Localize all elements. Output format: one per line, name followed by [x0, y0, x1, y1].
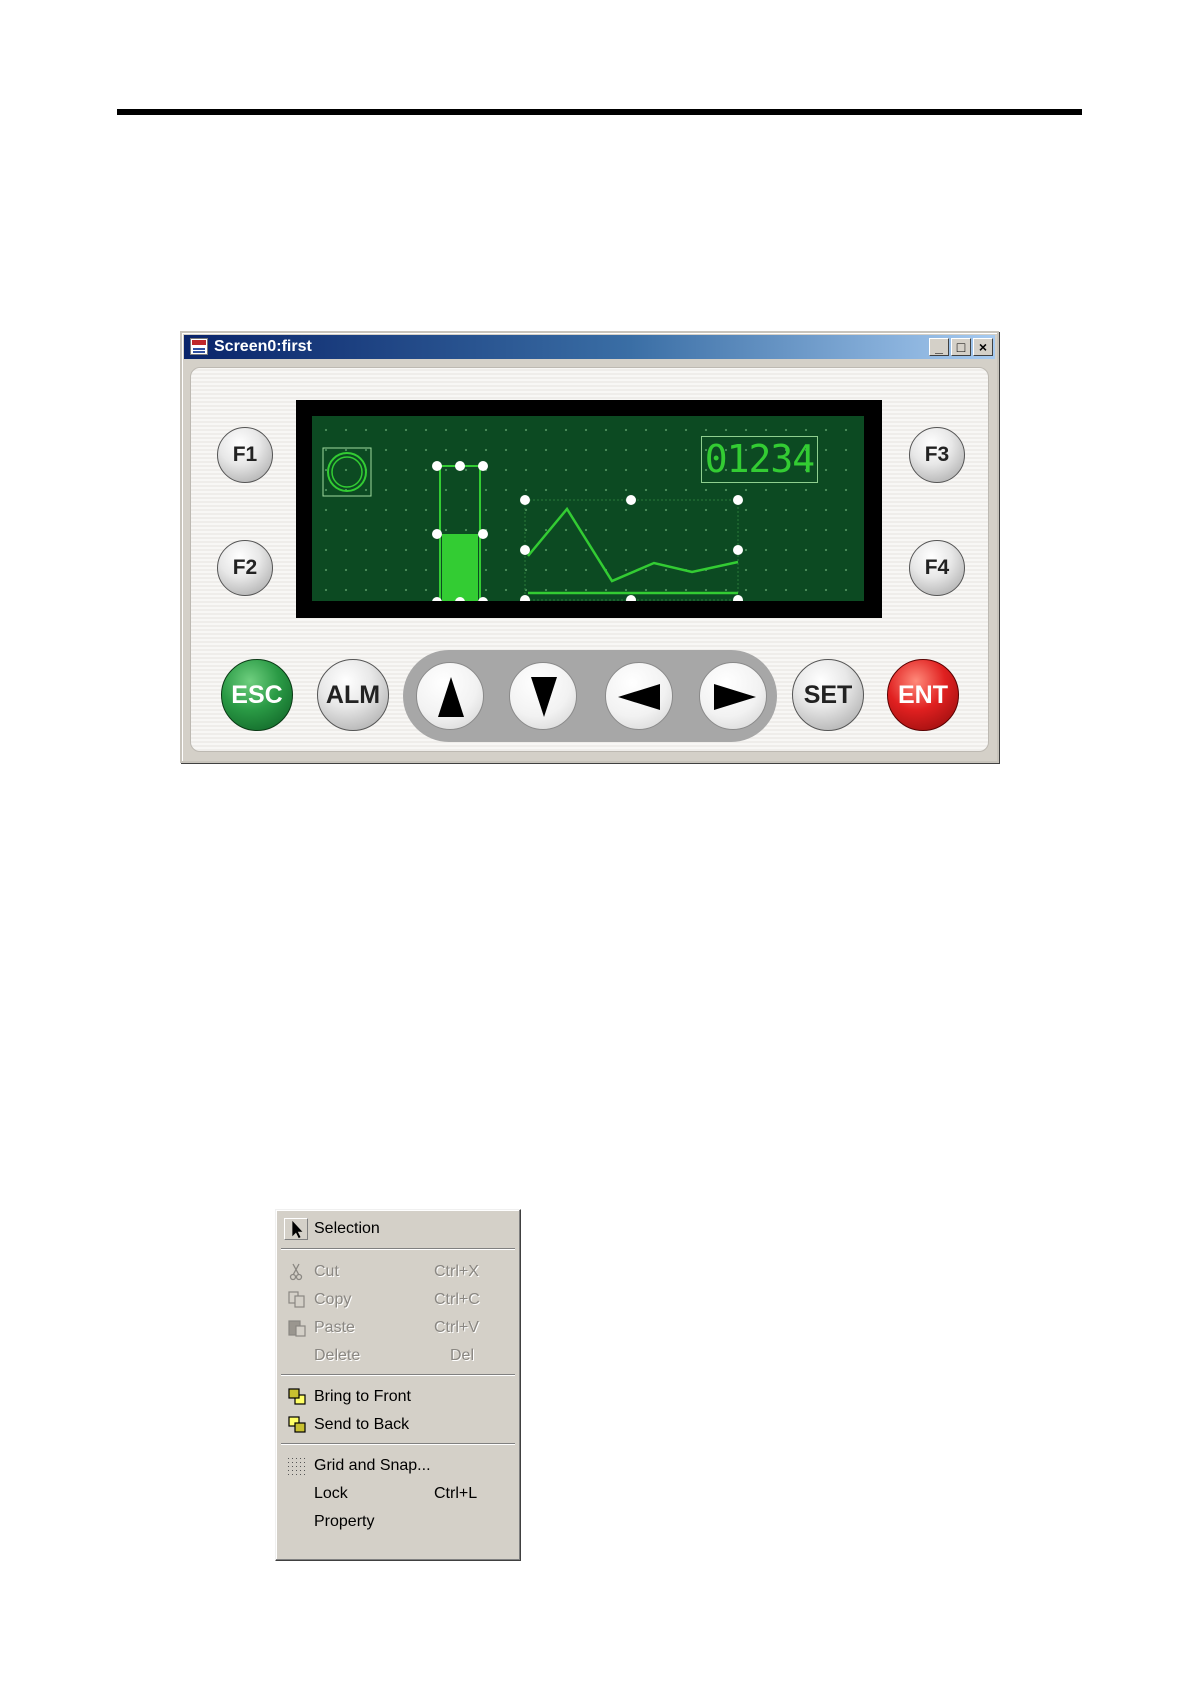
window-title: Screen0:first	[214, 338, 312, 356]
down-arrow-icon	[510, 663, 578, 731]
menu-separator	[281, 1443, 515, 1445]
up-arrow-key[interactable]	[416, 662, 484, 730]
lamp-object-outer	[328, 453, 366, 491]
menu-item-label: Paste	[314, 1319, 355, 1337]
right-arrow-key[interactable]	[699, 662, 767, 730]
left-arrow-icon	[606, 663, 674, 731]
menu-item-lock[interactable]: Lock Ctrl+L	[279, 1480, 517, 1508]
esc-key[interactable]: ESC	[221, 659, 293, 731]
ent-key[interactable]: ENT	[887, 659, 959, 731]
right-arrow-icon	[700, 663, 768, 731]
menu-item-shortcut: Ctrl+V	[434, 1319, 474, 1337]
close-button[interactable]: ×	[973, 338, 993, 356]
menu-item-label: Send to Back	[314, 1416, 409, 1434]
menu-item-label: Property	[314, 1513, 374, 1531]
bar-graph-fill	[442, 534, 478, 601]
maximize-button[interactable]: □	[951, 338, 971, 356]
document-icon	[190, 338, 208, 355]
bring-to-front-icon	[287, 1388, 307, 1406]
f4-key[interactable]: F4	[909, 540, 965, 596]
trend-graph-frame[interactable]	[525, 500, 738, 600]
copy-icon	[287, 1291, 307, 1309]
trend-graph-line	[528, 509, 738, 581]
menu-item-cut[interactable]: Cut Ctrl+X	[279, 1258, 517, 1286]
alm-key[interactable]: ALM	[317, 659, 389, 731]
menu-item-shortcut: Ctrl+C	[434, 1291, 474, 1309]
menu-item-copy[interactable]: Copy Ctrl+C	[279, 1286, 517, 1314]
left-arrow-key[interactable]	[605, 662, 673, 730]
window-titlebar[interactable]: Screen0:first _ □ ×	[184, 335, 995, 359]
minimize-button[interactable]: _	[929, 338, 949, 356]
lamp-object-inner	[332, 457, 362, 487]
up-arrow-icon	[417, 663, 485, 731]
f3-key[interactable]: F3	[909, 427, 965, 483]
menu-item-shortcut: Ctrl+X	[434, 1263, 474, 1281]
down-arrow-key[interactable]	[509, 662, 577, 730]
menu-item-label: Cut	[314, 1263, 339, 1281]
arrow-cursor-icon	[284, 1218, 308, 1240]
trend-graph-handles[interactable]	[520, 495, 743, 601]
menu-item-bring-to-front[interactable]: Bring to Front	[279, 1383, 517, 1411]
menu-item-paste[interactable]: Paste Ctrl+V	[279, 1314, 517, 1342]
menu-item-label: Lock	[314, 1485, 348, 1503]
menu-item-selection[interactable]: Selection	[279, 1215, 517, 1243]
numeric-display-object[interactable]: 01234	[701, 436, 818, 483]
menu-separator	[281, 1248, 515, 1250]
menu-item-shortcut: Del	[434, 1347, 474, 1365]
f1-key[interactable]: F1	[217, 427, 273, 483]
send-to-back-icon	[287, 1416, 307, 1434]
menu-item-shortcut: Ctrl+L	[434, 1485, 474, 1503]
context-menu: Selection Cut Ctrl+X Copy Ctrl+C Paste C…	[275, 1209, 521, 1561]
menu-item-label: Delete	[314, 1347, 360, 1365]
menu-item-label: Grid and Snap...	[314, 1457, 431, 1475]
paste-icon	[287, 1319, 307, 1337]
menu-item-send-to-back[interactable]: Send to Back	[279, 1411, 517, 1439]
grid-icon	[287, 1457, 307, 1475]
lamp-object-frame[interactable]	[323, 448, 371, 496]
menu-item-delete[interactable]: Delete Del	[279, 1342, 517, 1370]
menu-separator	[281, 1374, 515, 1376]
menu-item-property[interactable]: Property	[279, 1508, 517, 1536]
page-header-rule	[117, 109, 1082, 115]
menu-item-label: Selection	[314, 1220, 380, 1238]
scissors-icon	[287, 1263, 307, 1281]
f2-key[interactable]: F2	[217, 540, 273, 596]
menu-item-grid-and-snap[interactable]: Grid and Snap...	[279, 1452, 517, 1480]
menu-item-label: Copy	[314, 1291, 351, 1309]
lcd-screen[interactable]: 01234	[312, 416, 864, 601]
set-key[interactable]: SET	[792, 659, 864, 731]
menu-item-label: Bring to Front	[314, 1388, 411, 1406]
